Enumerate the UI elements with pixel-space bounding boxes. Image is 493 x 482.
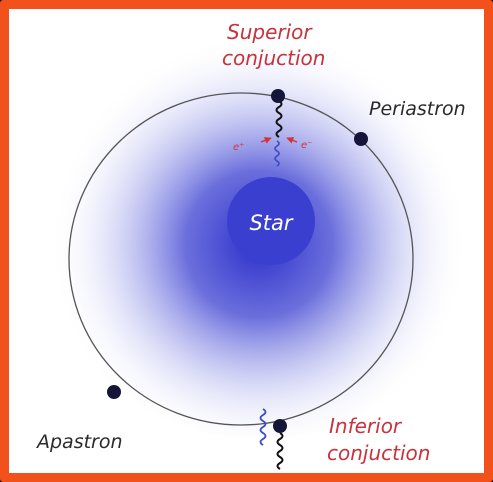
periastron-label: Periastron (369, 98, 466, 120)
inferior-conjunction-point (273, 419, 287, 433)
inferior-conjunction-label-line2: conjuction (327, 441, 430, 465)
inferior-conjunction-label-line1: Inferior (329, 414, 403, 438)
wavy-line-icon (278, 433, 283, 469)
apastron-point (107, 385, 121, 399)
superior-conjunction-label-line1: Superior (227, 20, 313, 44)
periastron-point (354, 132, 368, 146)
superior-conjunction-point (271, 89, 285, 103)
orbit-diagram: Star e⁺ e⁻ Superior conjuction Periastro… (18, 18, 493, 482)
superior-conjunction-label-line2: conjuction (222, 46, 325, 70)
star-label: Star (249, 211, 293, 235)
electron-label: e⁻ (301, 140, 312, 151)
apastron-label: Apastron (35, 431, 123, 453)
positron-label: e⁺ (233, 142, 244, 153)
